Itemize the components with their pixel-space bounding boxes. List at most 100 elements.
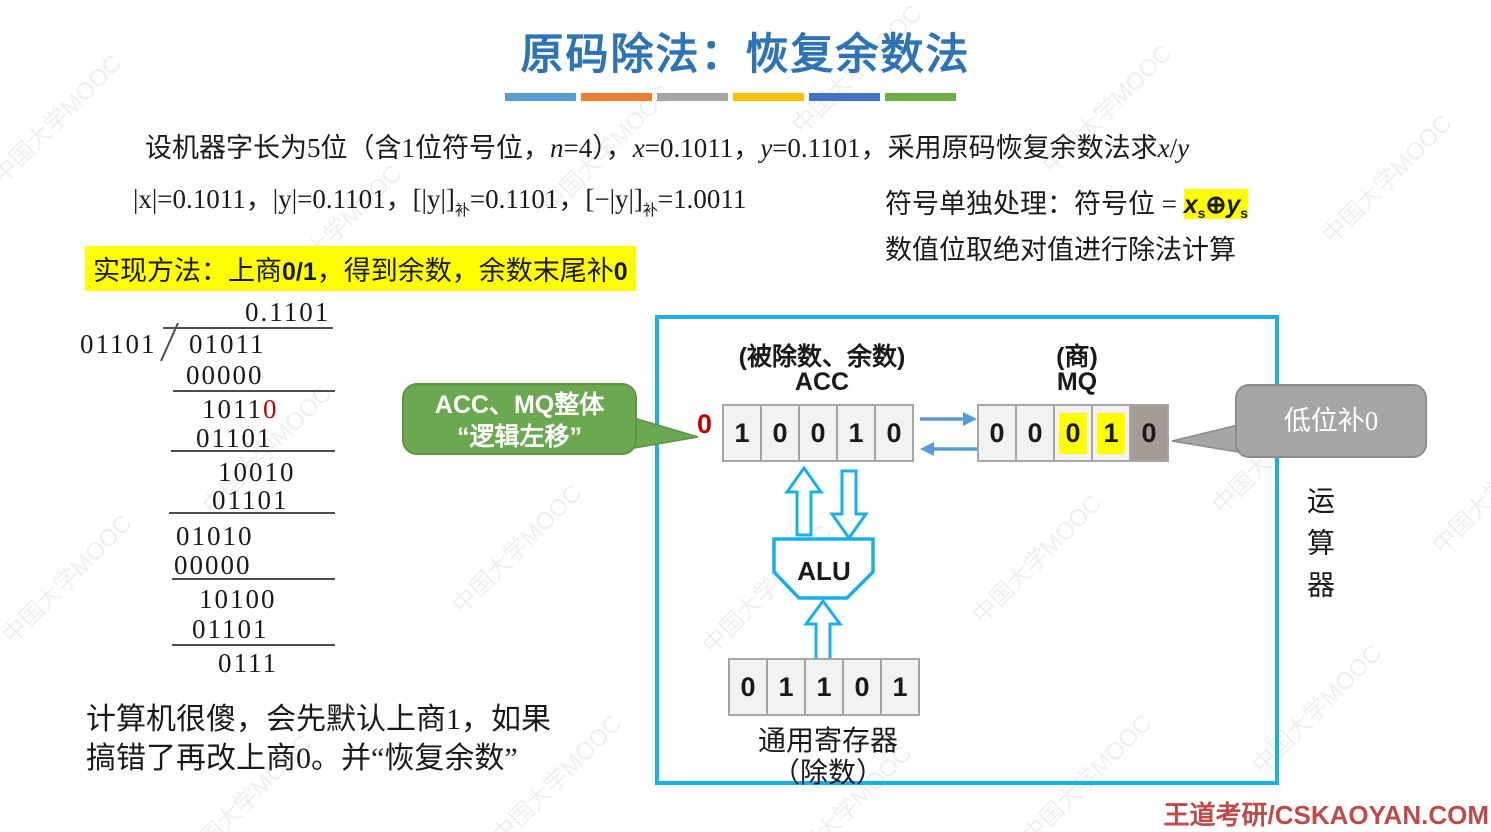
register-cell: 1 [722,404,762,462]
watermark: 中国大学MOOC [447,479,588,620]
method-highlight: 实现方法：上商0/1，得到余数，余数末尾补0 [85,246,636,291]
register-cell: 1 [804,658,844,716]
xor-operator: ⊕ [1205,191,1227,219]
acc-register: 1 0 0 1 0 [722,404,914,462]
up-arrow-icon [803,598,843,663]
register-cell: 0 [1053,404,1093,462]
var-x: x [632,133,645,163]
mq-caption: (商) [1056,343,1098,371]
register-cell: 0 [977,404,1017,462]
division-row: 01010 [176,521,254,551]
division-divisor: 01101 [80,329,157,359]
intro-line: 设机器字长为5位（含1位符号位，n=4），x=0.1011，y=0.1101，采… [145,126,1189,165]
method-text: ，得到余数，余数末尾补 [316,256,614,286]
method-digits: 0/1 [282,258,317,286]
long-division: 0.1101 01101 01011 00000 10110 01101 100… [70,295,370,685]
register-cell: 0 [760,404,800,462]
division-row: 0111 [218,648,278,678]
shift-bubble: ACC、MQ整体 “逻辑左移” [402,383,637,455]
abs-text: =0.1101，[−|y|] [469,184,643,214]
intro-text: =4）， [563,133,633,163]
method-digits: 0 [613,258,628,286]
subscript-s: s [1197,205,1206,221]
general-register-label: 通用寄存器 [757,726,898,757]
accent-bars [505,93,956,101]
subscript-s: s [1240,205,1249,221]
watermark: 中国大学MOOC [1317,109,1458,250]
accent-bar [581,93,652,101]
quotient-bit-highlighted: 1 [1097,412,1125,454]
division-row: 01101 [212,485,289,515]
general-register: 0 1 1 0 1 [728,658,920,716]
division-quotient: 0.1101 [245,297,331,327]
appended-zero-red: 0 [263,394,279,424]
division-row: 10110 [202,394,279,425]
accent-bar [885,93,956,101]
var-y: y [1177,133,1190,163]
division-dividend: 01011 [189,329,266,359]
acc-label: ACC [794,368,850,396]
acc-outside-bit: 0 [697,409,713,439]
watermark: 中国大学MOOC [1427,419,1491,560]
register-cell: 0 [874,404,914,462]
accent-bar [733,93,804,101]
up-arrow-icon [784,465,824,537]
abs-text: |x|=0.1011，|y|=0.1101，[|y|] [133,184,455,214]
division-rule [172,578,335,580]
division-digits: 1011 [202,394,263,424]
intro-text: =0.1011， [644,133,761,163]
acc-caption: (被除数、余数) [738,343,906,371]
sign-note-text: 符号单独处理：符号位 = [885,189,1184,219]
method-text: 实现方法：上商 [93,256,282,286]
intro-text: / [1169,133,1178,163]
intro-text: 设机器字长为5位（含1位符号位， [145,133,550,163]
register-cell: 1 [880,658,920,716]
shift-bubble-line1: ACC、MQ整体 [434,391,605,419]
division-row: 00000 [186,360,264,390]
alu-shape [772,537,875,600]
register-cell: 0 [1015,404,1055,462]
sign-formula-highlight: xs⊕ys [1183,189,1249,221]
var-x: x [1157,133,1170,163]
transfer-arrows [920,412,977,456]
footnote: 计算机很傻，会先默认上商1，如果 搞错了再改上商0。并“恢复余数” [86,700,551,778]
fill-zero-bubble-tail [1171,424,1239,453]
division-row: 00000 [174,550,252,580]
register-cell: 0 [842,658,882,716]
var-y: y [760,133,773,163]
accent-bar [505,93,576,101]
division-rule [173,390,335,392]
division-row: 01101 [196,423,273,453]
var-y: y [1226,191,1241,219]
intro-text: =0.1101，采用原码恢复余数法求 [772,133,1158,163]
operator-unit-label: 运算器 [1303,486,1334,612]
right-arrowhead-icon [963,412,977,426]
division-rule [172,644,335,646]
division-row: 01101 [192,614,269,644]
shift-bubble-line2: “逻辑左移” [456,423,582,451]
complement-subscript: 补 [642,203,658,219]
alu-diagram: ALU [772,465,875,663]
down-arrow-icon [829,469,869,541]
fill-zero-bubble: 低位补0 [1235,384,1427,458]
register-cell: 0 [798,404,838,462]
footnote-line2: 搞错了再改上商0。并“恢复余数” [86,742,518,775]
general-register-sublabel: （除数） [771,758,884,789]
division-rule [171,450,335,452]
register-cell: 1 [1091,404,1131,462]
register-cell: 1 [836,404,876,462]
mq-label: MQ [1056,368,1098,396]
accent-bar [657,93,728,101]
division-row: 10010 [218,457,296,487]
footnote-line1: 计算机很傻，会先默认上商1，如果 [86,703,551,736]
abs-values-line: |x|=0.1011，|y|=0.1101，[|y|]补=0.1101，[−|y… [133,177,746,220]
division-vinculum [163,327,333,329]
var-x: x [1183,191,1198,219]
alu-label: ALU [797,556,850,586]
complement-subscript: 补 [454,203,470,219]
branding: 王道考研/CSKAOYAN.COM [1163,800,1489,830]
sign-handling-note: 符号单独处理：符号位 = xs⊕ys [885,182,1249,221]
mq-register: 0 0 0 1 0 [977,404,1169,462]
division-rule [169,512,335,514]
